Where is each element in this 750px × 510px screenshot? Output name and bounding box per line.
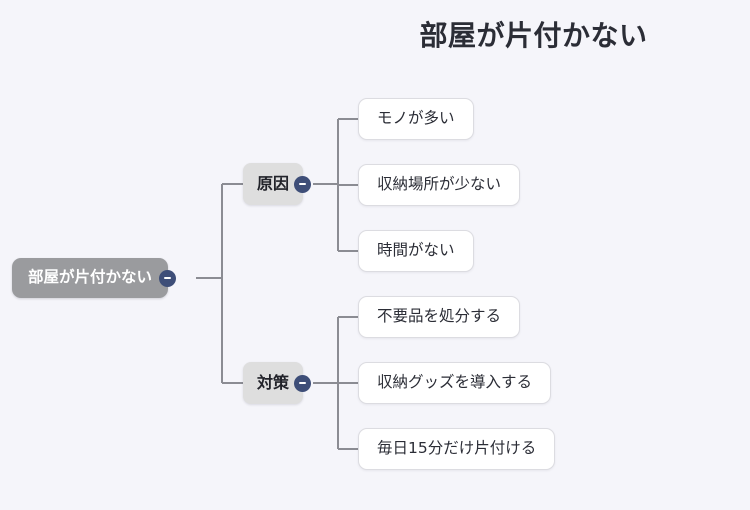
node-branch-measure[interactable]: 対策 [243,362,312,404]
node-branch-cause[interactable]: 原因 [243,163,312,205]
collapse-minus-icon-root[interactable] [159,269,177,287]
node-leaf-cause-3-label: 時間がない [377,241,455,260]
node-branch-measure-label: 対策 [257,373,290,392]
node-leaf-cause-1-label: モノが多い [377,109,455,128]
node-leaf-cause-3[interactable]: 時間がない [358,230,474,272]
node-root[interactable]: 部屋が片付かない [12,258,177,298]
node-leaf-cause-1[interactable]: モノが多い [358,98,474,140]
collapse-minus-icon-cause[interactable] [294,175,312,193]
node-root-label: 部屋が片付かない [28,268,153,287]
node-leaf-measure-1[interactable]: 不要品を処分する [358,296,521,338]
node-leaf-measure-1-label: 不要品を処分する [377,307,502,326]
node-leaf-measure-3-label: 毎日15分だけ片付ける [377,439,537,458]
node-leaf-measure-3[interactable]: 毎日15分だけ片付ける [358,428,556,470]
collapse-minus-icon-measure[interactable] [294,374,312,392]
node-leaf-measure-2[interactable]: 収納グッズを導入する [358,362,552,404]
page-title: 部屋が片付かない [419,19,648,52]
node-leaf-cause-2-label: 収納場所が少ない [377,175,502,194]
node-branch-cause-label: 原因 [257,174,290,193]
node-leaf-measure-2-label: 収納グッズを導入する [377,373,533,392]
node-leaf-cause-2[interactable]: 収納場所が少ない [358,164,521,206]
